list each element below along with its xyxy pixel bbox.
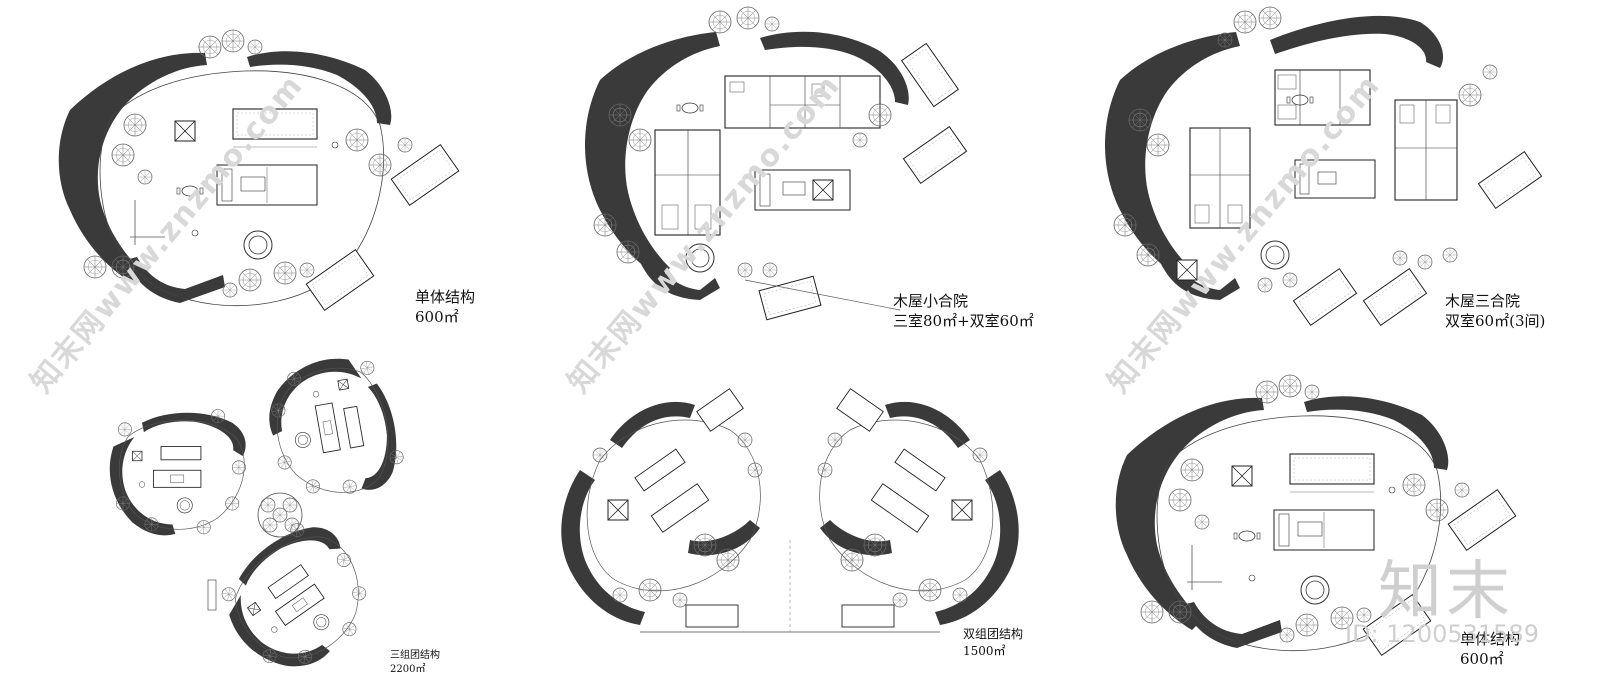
plan-3-area: 双室60㎡(3间) — [1445, 312, 1546, 330]
watermark-brand: 知末 — [1378, 555, 1514, 629]
plan-2-title: 木屋小合院 — [893, 292, 969, 310]
plan-1-area: 600㎡ — [415, 308, 459, 326]
plan-4-title: 三组团结构 — [390, 650, 440, 661]
plan-6-title: 单体结构 — [1460, 630, 1521, 648]
plan-6-area: 600㎡ — [1460, 650, 1504, 668]
plan-double-cluster — [561, 388, 1019, 633]
plan-4-area: 2200㎡ — [390, 664, 426, 675]
plan-2-area: 三室80㎡+双室60㎡ — [893, 312, 1034, 330]
plan-three-courtyard — [1105, 6, 1543, 327]
plan-5-area: 1500㎡ — [963, 644, 1006, 658]
plan-three-cluster — [110, 349, 408, 689]
plan-3-title: 木屋三合院 — [1445, 292, 1521, 310]
plan-cabin-courtyard — [585, 6, 968, 321]
plan-5-title: 双组团结构 — [963, 627, 1024, 641]
watermark-id: ID: 1200531589 — [1345, 620, 1539, 648]
plan-1-title: 单体结构 — [415, 288, 476, 306]
